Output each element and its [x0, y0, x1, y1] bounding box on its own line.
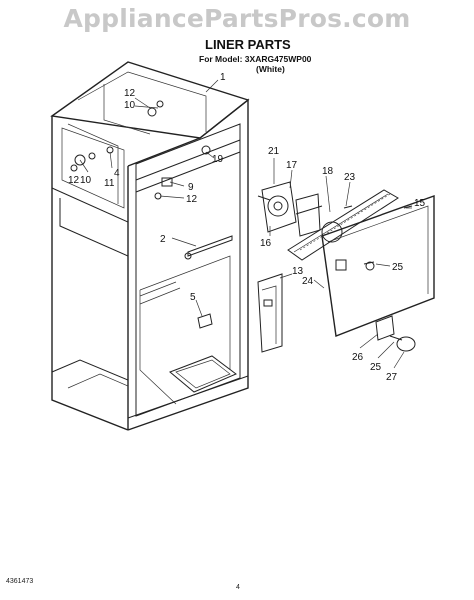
callout-5: 5: [190, 292, 196, 303]
callout-labels: 1 12 10 19 12 10 4 11 9 12 2 5 21 17 18 …: [68, 72, 426, 383]
callout-10-top: 10: [124, 100, 136, 111]
callout-19: 19: [212, 154, 224, 165]
callout-27: 27: [386, 372, 398, 383]
page-number: 4: [236, 584, 240, 591]
callout-24: 24: [302, 276, 314, 287]
callout-21: 21: [268, 146, 280, 157]
callout-17: 17: [286, 160, 298, 171]
callout-11: 11: [104, 178, 115, 189]
callout-23: 23: [344, 172, 356, 183]
cabinet-hardware: [70, 100, 233, 329]
color-note: (White): [256, 64, 285, 74]
leader-lines: [79, 79, 412, 369]
callout-12-mid: 12: [186, 194, 198, 205]
watermark-text: AppliancePartsPros.com: [63, 4, 411, 33]
callout-16: 16: [260, 238, 272, 249]
callout-4: 4: [114, 168, 120, 179]
callout-18: 18: [322, 166, 334, 177]
page-title: LINER PARTS: [205, 37, 291, 52]
document-number: 4361473: [6, 578, 34, 585]
evaporator-cover: [257, 181, 435, 352]
callout-2: 2: [160, 234, 166, 245]
callout-1: 1: [220, 72, 226, 83]
model-subtitle: For Model: 3XARG475WP00: [199, 54, 312, 64]
callout-12-left: 12: [68, 175, 80, 186]
callout-12-top: 12: [124, 88, 136, 99]
callout-25-right: 25: [392, 262, 404, 273]
air-duct: [257, 273, 283, 353]
callout-15: 15: [414, 198, 426, 209]
callout-26: 26: [352, 352, 364, 363]
callout-13: 13: [292, 266, 304, 277]
callout-9: 9: [188, 182, 194, 193]
callout-25-bottom: 25: [370, 362, 382, 373]
cabinet-liner: [50, 61, 250, 431]
callout-10-left: 10: [80, 175, 92, 186]
